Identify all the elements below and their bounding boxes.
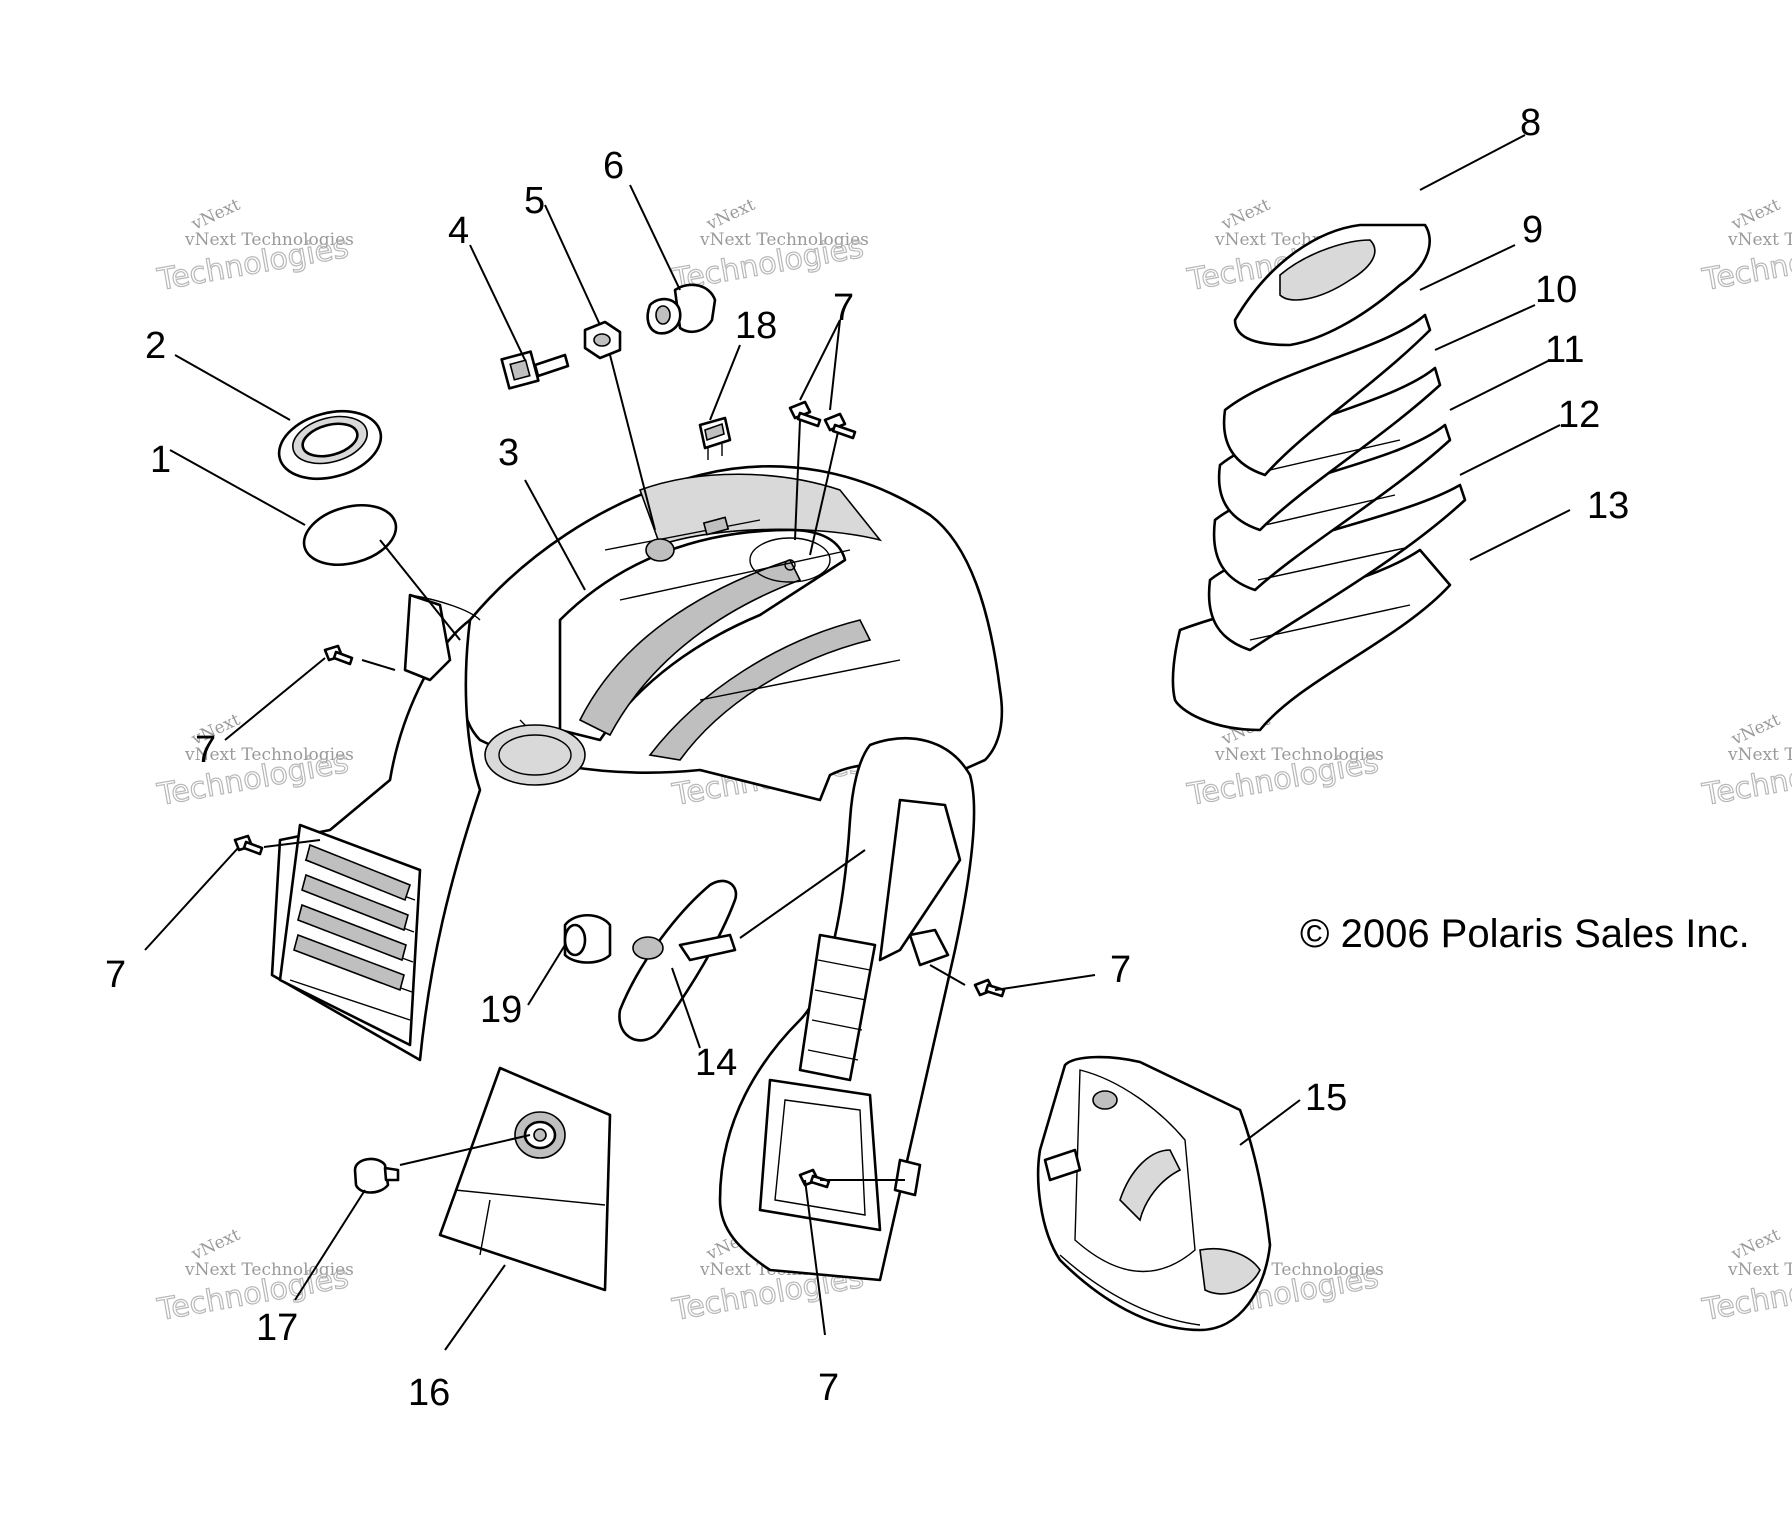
leader-lines [144,134,1571,1351]
callout-19: 19 [480,989,522,1031]
o-ring-part [302,504,398,566]
plate-9 [1222,313,1432,477]
screws [233,400,1006,1189]
bezel-ring-part [277,409,383,481]
screw-icon [973,978,1006,998]
callout-15: 15 [1305,1077,1347,1119]
callout-11: 11 [1545,329,1584,371]
plate-stack [1171,223,1467,732]
watermark: vNext vNext Technologies Technologies [1699,1225,1792,1329]
svg-text:vNext: vNext [1728,710,1784,750]
screw-icon [823,412,857,440]
screw-icon [233,834,264,856]
svg-text:vNext Technologies: vNext Technologies [1727,745,1792,765]
ignition-switch-part [646,283,717,335]
bulb-part [563,913,612,964]
strap-part [618,879,738,1042]
callout-6: 6 [603,145,624,187]
hood-console-part [270,465,1004,1282]
svg-text:vNext Technologies: vNext Technologies [1727,230,1792,250]
callout-14: 14 [695,1042,737,1084]
callout-12: 12 [1558,394,1600,436]
callout-1: 1 [150,439,171,481]
nut-part [583,320,622,360]
callout-7-top: 7 [833,287,854,329]
svg-text:vNext: vNext [188,195,244,235]
key-part [500,350,570,390]
watermark: vNext vNext Technologies Technologies [1699,195,1792,299]
callout-7-left-upper: 7 [195,729,216,771]
copyright-text: © 2006 Polaris Sales Inc. [1300,912,1750,956]
watermark: vNext vNext Technologies Technologies [154,710,354,814]
callout-7-bottom: 7 [818,1367,839,1409]
svg-text:vNext: vNext [1728,1225,1784,1265]
svg-text:vNext: vNext [1728,195,1784,235]
callout-7-right: 7 [1110,949,1131,991]
callout-5: 5 [524,180,545,222]
svg-text:vNext: vNext [1218,195,1274,235]
callout-7-left-lower: 7 [105,954,126,996]
svg-text:vNext: vNext [703,195,759,235]
screw-icon [788,400,822,428]
screw-icon [323,644,354,666]
callout-13: 13 [1587,485,1629,527]
watermark: vNext vNext Technologies Technologies [669,195,869,299]
callout-17: 17 [256,1307,298,1349]
callouts: 1 2 3 4 5 6 7 7 7 7 7 8 9 10 11 12 13 14… [105,102,1629,1414]
callout-9: 9 [1522,209,1543,251]
callout-18: 18 [735,305,777,347]
watermark: vNext vNext Technologies Technologies [1184,710,1384,814]
callout-3: 3 [498,432,519,474]
watermark: vNext vNext Technologies Technologies [1699,710,1792,814]
callout-16: 16 [408,1372,450,1414]
callout-8: 8 [1520,102,1541,144]
panel-lid-part [438,1066,612,1292]
callout-4: 4 [448,210,469,252]
callout-10: 10 [1535,269,1577,311]
storage-box-part [1036,1055,1272,1332]
svg-text:vNext Technologies: vNext Technologies [699,230,869,250]
watermark: vNext vNext Technologies Technologies [154,195,354,299]
svg-text:vNext Technologies: vNext Technologies [1727,1260,1792,1280]
svg-text:vNext: vNext [188,1225,244,1265]
watermark: vNext vNext Technologies Technologies [154,1225,354,1329]
svg-text:vNext Technologies: vNext Technologies [184,230,354,250]
svg-text:vNext Technologies: vNext Technologies [1214,745,1384,765]
rocker-switch-part [698,416,732,460]
svg-text:vNext Technologies: vNext Technologies [184,745,354,765]
callout-2: 2 [145,325,166,367]
knob-part [353,1157,400,1194]
